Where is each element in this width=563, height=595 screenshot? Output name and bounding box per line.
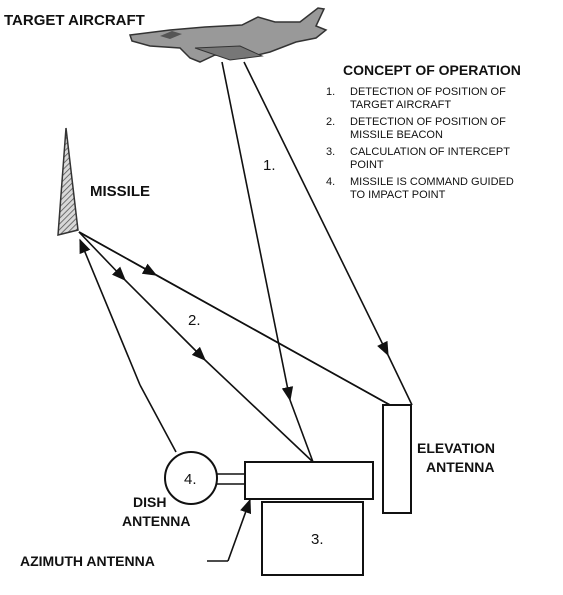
step-1-number: 1.	[326, 86, 335, 98]
line-missile-to-azimuth-end	[204, 359, 314, 463]
elevation-antenna-label-line2: ANTENNA	[426, 459, 494, 475]
step-3-number: 3.	[326, 146, 335, 158]
missile-label: MISSILE	[90, 183, 150, 200]
marker-4: 4.	[184, 471, 197, 488]
step-2-number: 2.	[326, 116, 335, 128]
missile-icon	[57, 127, 79, 236]
step-3-line2: POINT	[350, 159, 384, 171]
marker-3: 3.	[311, 531, 324, 548]
line-aircraft-to-azimuth-end	[289, 399, 314, 463]
step-1-line2: TARGET AIRCRAFT	[350, 99, 451, 111]
marker-2: 2.	[188, 312, 201, 329]
line-missile-to-elevation-2	[78, 231, 391, 406]
step-4-number: 4.	[326, 176, 335, 188]
target-aircraft-label: TARGET AIRCRAFT	[4, 12, 145, 29]
azimuth-antenna	[244, 461, 374, 500]
concept-title: CONCEPT OF OPERATION	[343, 62, 521, 78]
arrow-dish-to-missile	[79, 238, 141, 386]
step-4-line1: MISSILE IS COMMAND GUIDED	[350, 176, 514, 188]
line-aircraft-to-elevation-end	[387, 354, 413, 406]
target-aircraft-icon	[128, 7, 328, 63]
elevation-antenna-label-line1: ELEVATION	[417, 440, 495, 456]
line-dish-to-missile	[139, 384, 177, 453]
step-4-line2: TO IMPACT POINT	[350, 189, 446, 201]
step-2-line1: DETECTION OF POSITION OF	[350, 116, 506, 128]
step-1-line1: DETECTION OF POSITION OF	[350, 86, 506, 98]
arrow-missile-to-azimuth-2	[124, 279, 207, 362]
step-2-line2: MISSILE BEACON	[350, 129, 443, 141]
elevation-antenna	[382, 404, 412, 514]
dish-antenna-label-line1: DISH	[133, 494, 166, 510]
concept-of-operation: CONCEPT OF OPERATION 1. DETECTION OF POS…	[326, 62, 521, 201]
azimuth-antenna-label: AZIMUTH ANTENNA	[20, 553, 155, 569]
marker-1: 1.	[263, 157, 276, 174]
dish-antenna-label-line2: ANTENNA	[122, 513, 190, 529]
computer-box	[261, 501, 364, 576]
azimuth-pointer-arrow	[227, 498, 252, 562]
dish-antenna	[164, 451, 218, 505]
arrow-aircraft-to-azimuth	[221, 61, 294, 402]
arrow-aircraft-to-elevation	[243, 61, 389, 357]
step-3-line1: CALCULATION OF INTERCEPT	[350, 146, 510, 158]
